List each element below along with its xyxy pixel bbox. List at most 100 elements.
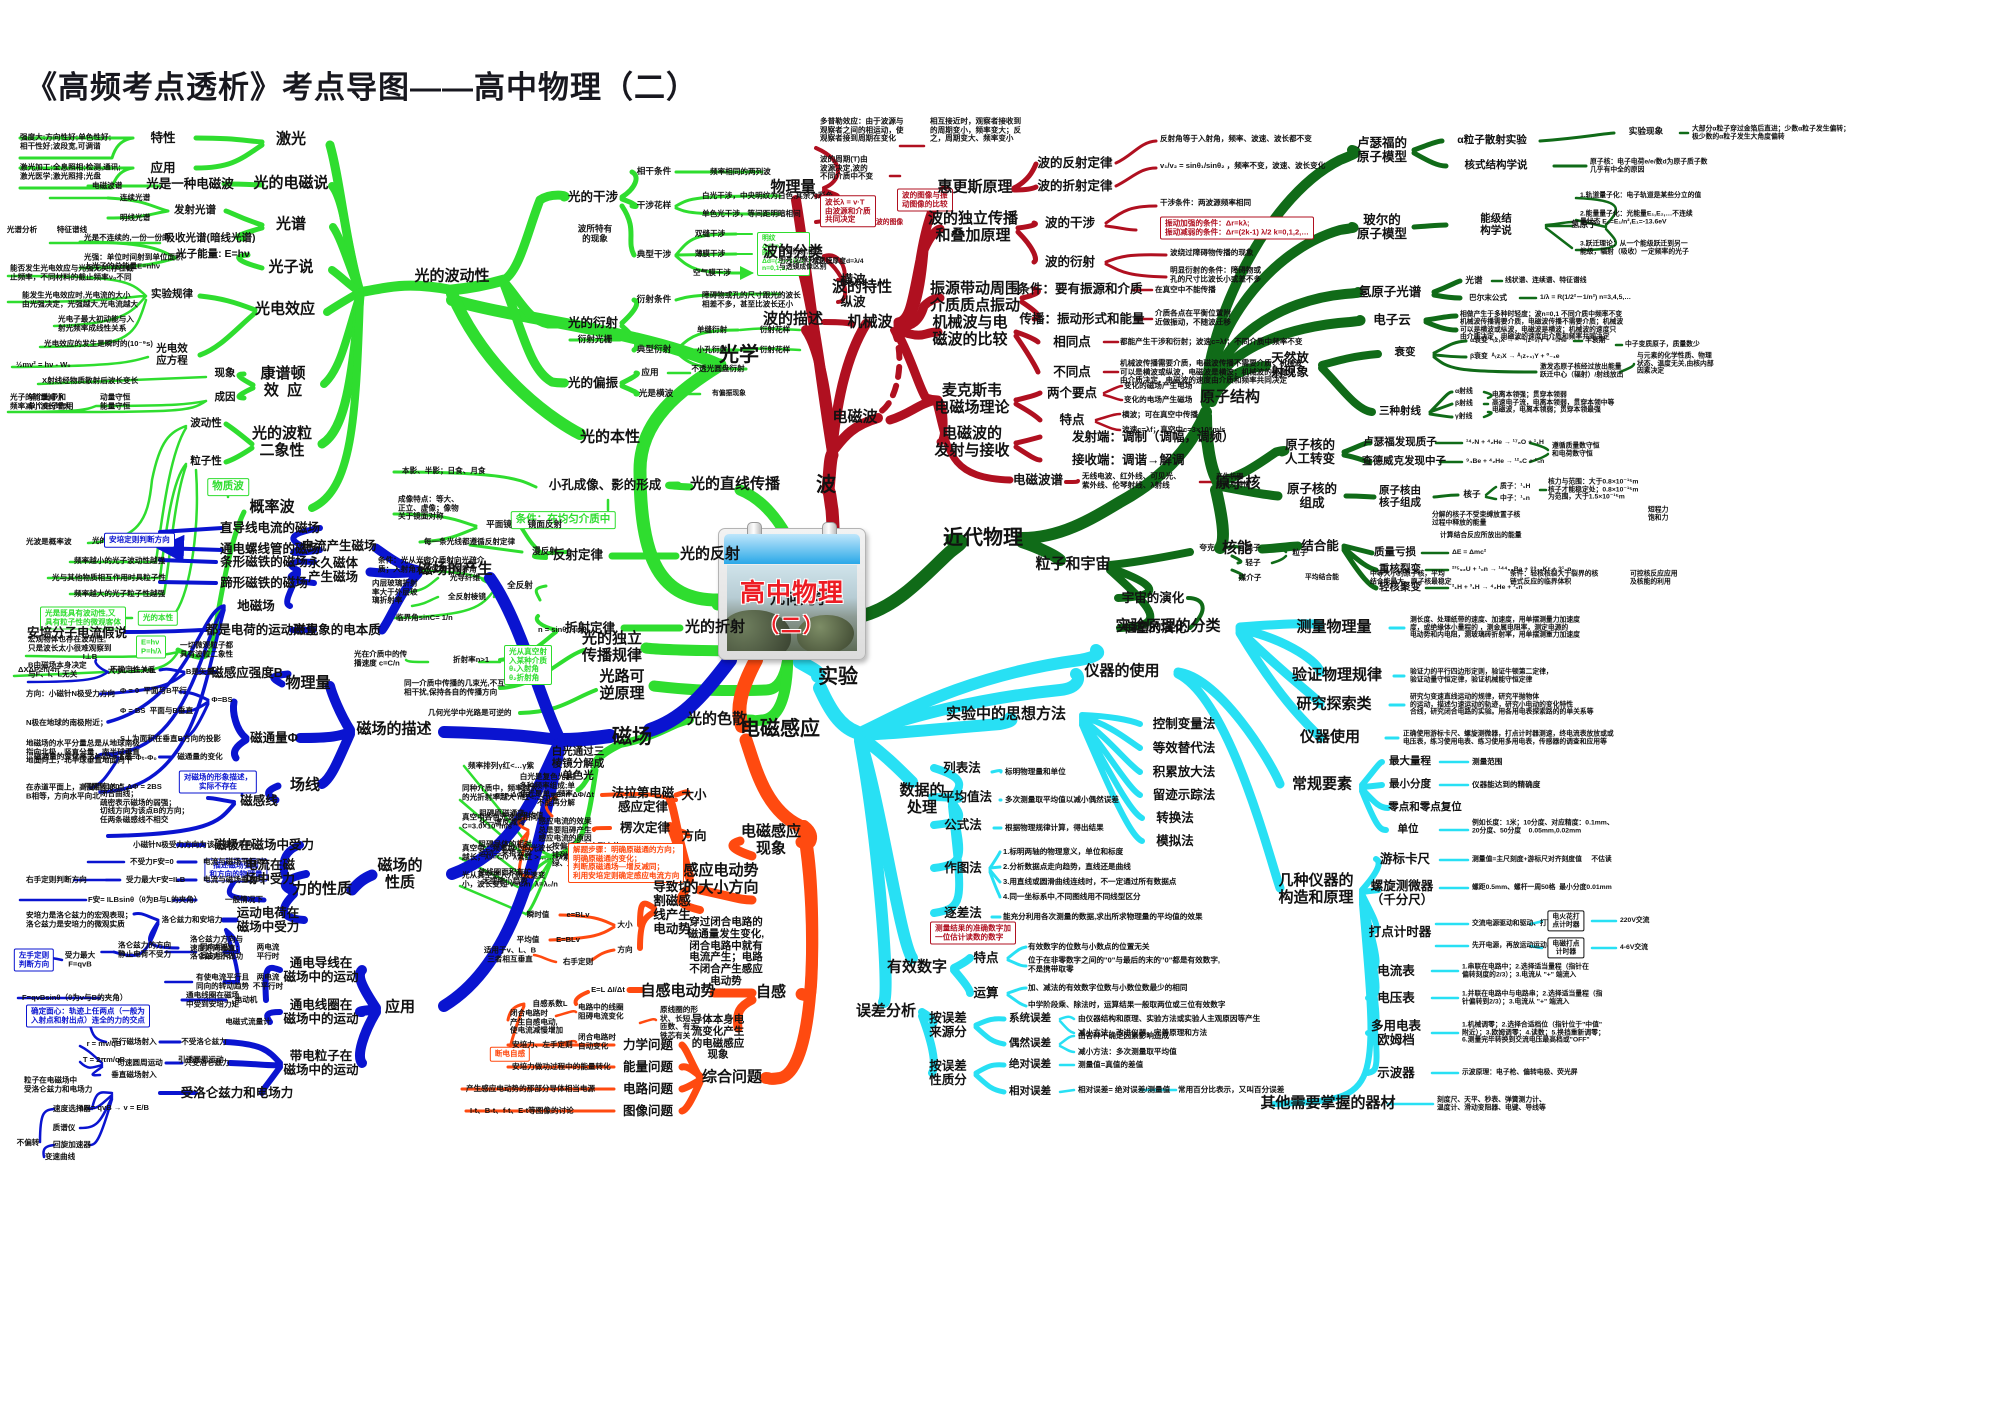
node-laser-app-d[interactable]: 激光加工;全息照相;检测,通讯; 激光医学;激光照排;光盘 xyxy=(20,162,121,180)
node-radius-f[interactable]: r = mv/qB xyxy=(86,1038,122,1048)
node-coil-mf[interactable]: 通电螺线管的磁场 xyxy=(219,542,321,556)
node-cut-emf[interactable]: 导致切 割磁感 线产生 电动势 xyxy=(653,880,691,936)
node-cf-perp[interactable]: 电流与磁场垂直时 xyxy=(203,874,264,884)
node-mediator[interactable]: 媒介子 xyxy=(1238,572,1262,582)
node-self-d4[interactable]: 闭合电路时 自动变化 xyxy=(578,1032,616,1050)
node-mf-app[interactable]: 应用 xyxy=(384,998,416,1016)
node-em-theory[interactable]: 光的电磁说 xyxy=(253,174,329,192)
node-mirror-d[interactable]: 成像特点：等大、 正立、虚像；像物 关于镜面对称 xyxy=(398,494,459,521)
node-comp-c3[interactable]: 光子的能量减小 频率减小波长增大 xyxy=(10,392,71,410)
node-decay-d[interactable]: 激发态原子核经过放出能量 跃迁中心（辐射）/射线放出 xyxy=(1540,363,1624,378)
node-wave-refl[interactable]: 波的反射定律 xyxy=(1037,156,1113,170)
node-speed-medium[interactable]: 光在介质中的传 播速度 c=C/n xyxy=(354,649,408,667)
node-cont-sp[interactable]: 连续光谱 xyxy=(119,192,151,202)
node-accel[interactable]: 回旋加速器 xyxy=(53,1139,91,1149)
node-cp-2[interactable]: 安培力做功过程中的能量转化 xyxy=(512,1061,611,1071)
node-wave-desc[interactable]: 波的描述 xyxy=(762,310,824,328)
node-chadwick[interactable]: 查德威克发现中子 xyxy=(1362,455,1446,468)
node-vel-sel-f[interactable]: qE = qvB → v = E/B xyxy=(78,1102,150,1112)
node-oscillo[interactable]: 示波器 xyxy=(1377,1066,1415,1080)
node-rutherford[interactable]: 卢瑟福的 原子模型 xyxy=(1356,136,1408,164)
node-em-send[interactable]: 电磁波的 发射与接收 xyxy=(934,425,1010,459)
node-el-2[interactable]: 2.能量量子化：光能量E₁,E₂,…不连续 量状态 Eₙ=E₁/n²,E₁=-1… xyxy=(1580,210,1693,225)
node-balmer[interactable]: 巴尔末公式 xyxy=(1469,292,1507,302)
node-fission[interactable]: 重核裂变 xyxy=(1379,563,1421,576)
node-ph-d2[interactable]: 光强：单位时间射到单位面积 上光子的总能量E=nhν xyxy=(84,252,183,270)
node-motor[interactable]: 电动机 xyxy=(234,994,258,1004)
node-ip-1[interactable]: 白光干涉，中央明纹为白色,其余为彩色 xyxy=(702,190,834,200)
node-bind-energy[interactable]: 结合能 xyxy=(1301,539,1339,553)
node-polar-trans[interactable]: 光是横波 xyxy=(638,388,674,399)
node-verify-law-d[interactable]: 验证力的平行四边形定则，验证牛顿第二定律， 验证动量守恒定律，验证机械能守恒定律 xyxy=(1410,668,1553,683)
node-sf-op[interactable]: 运算 xyxy=(973,986,999,1000)
node-avg-f[interactable]: E=BLv xyxy=(556,934,580,944)
node-flux-180[interactable]: 平面转180° ΔΦ = 2BS xyxy=(84,781,162,791)
node-wd-2[interactable]: 明显衍射的条件：障碍物或 孔的尺寸比波长小或差不多 xyxy=(1170,265,1262,283)
node-mag-lines[interactable]: 磁感线 xyxy=(240,794,278,808)
node-mass-defect[interactable]: 质量亏损 xyxy=(1374,546,1416,559)
node-unit[interactable]: 单位 xyxy=(1397,823,1419,836)
node-meas-quant[interactable]: 测量物理量 xyxy=(1296,618,1372,636)
node-chg-in-both[interactable]: 受洛仑兹力和电场力 xyxy=(180,1086,294,1100)
node-reflect-law[interactable]: 反射定律 xyxy=(552,548,604,562)
node-self-coef[interactable]: 自感系数L xyxy=(532,998,568,1008)
node-rel-err[interactable]: 相对误差 xyxy=(1009,1085,1051,1098)
node-ray-gamma[interactable]: γ射线 xyxy=(1455,413,1473,421)
node-abs-sp[interactable]: 吸收光谱(暗线光谱) xyxy=(164,232,256,245)
node-opaque-diff[interactable]: 不透光圆盘衍射 xyxy=(691,363,745,373)
node-spectrum[interactable]: 光谱 xyxy=(275,215,307,233)
node-wave-optics[interactable]: 光的波动性 xyxy=(414,267,490,285)
node-wave-vel[interactable]: 波长λ = v·T 由波源和介质 共同决定 xyxy=(820,195,876,227)
node-B-field[interactable]: 磁感应强度B xyxy=(211,666,283,680)
node-em-ind-gen[interactable]: 穿过闭合电路的 磁通量发生变化, 闭合电路中就有 电流产生；电路 不闭合产生感应… xyxy=(687,915,765,987)
node-flux-f[interactable]: Φ=BS xyxy=(211,694,233,704)
node-emit-sp[interactable]: 发射光谱 xyxy=(174,204,216,217)
node-ml-1[interactable]: 闭合曲线； 疏密表示磁场的弱强； 切线方向为该点B的方向； 任两条磁感线不相交 xyxy=(100,789,190,824)
node-pinhole-img[interactable]: 小孔成像、影的形成 xyxy=(548,478,662,492)
node-flux-proj[interactable]: S⊥为面积在垂直B方向的投影 xyxy=(120,733,222,743)
node-graph-prob[interactable]: 图像问题 xyxy=(622,1104,674,1118)
node-em-spec2-d[interactable]: 无线电波、红外线、可见光、 紫外线、伦琴射线、λ射线 xyxy=(1082,471,1181,489)
node-moving-chg[interactable]: 运动电荷在 磁场中受力 xyxy=(236,906,300,934)
node-mass-f[interactable]: ΔE = Δmc² xyxy=(1452,549,1487,557)
node-univ-f[interactable]: 适用于v、L、B 三者相互垂直 xyxy=(483,945,537,963)
node-verify-law[interactable]: 验证物理规律 xyxy=(1291,666,1383,684)
node-inst-f[interactable]: e=BLv xyxy=(566,909,590,919)
node-meas-quant-d[interactable]: 测长度、处理纸带的速度、加速度，用单摆测量力加速度 度，或绝缘体小量程的 ，测金… xyxy=(1410,616,1580,639)
node-earth-d3[interactable]: 在赤道平面上，高度相同的点， B相等，方向水平向北 xyxy=(26,782,133,800)
node-universe-evo[interactable]: 宇宙的演化 xyxy=(1121,591,1185,605)
node-em-wave[interactable]: 电磁波 xyxy=(832,408,878,426)
node-pw-1[interactable]: 一切微观粒子都 具有波粒二象性 xyxy=(180,640,234,658)
node-diff-pt-d[interactable]: 机械波传播需要介质，电磁波传播不需要介质；机械波 可以是横波或纵波，电磁波是横波… xyxy=(1120,358,1303,385)
node-perp-mf-in[interactable]: 垂直磁场射入 xyxy=(111,1069,157,1079)
node-earth-d1[interactable]: N极在地球的南极附近； xyxy=(26,717,108,727)
node-diffuse[interactable]: 漫反射 xyxy=(532,546,558,557)
node-same-med[interactable]: 同种介质中，频率越大 的光折射率越大 n红<…<n紫 xyxy=(462,783,559,801)
node-fusion-f[interactable]: ²₁H + ³₁H → ⁴₂He + ¹₀n xyxy=(1452,584,1523,592)
node-photon-energy[interactable]: 光子能量: E=hν xyxy=(176,248,250,261)
node-other-instr[interactable]: 其他需要掌握的器材 xyxy=(1260,1094,1396,1112)
node-abs-err[interactable]: 绝对误差 xyxy=(1009,1058,1051,1071)
node-h-atom[interactable]: 氢原子 xyxy=(1571,219,1597,230)
node-same-pt[interactable]: 相同点 xyxy=(1053,335,1091,349)
node-polar-d[interactable]: 有偏振现象 xyxy=(712,390,746,398)
node-vs-prop[interactable]: 传播：振动形式和能量 xyxy=(1019,312,1145,326)
node-unif-circ[interactable]: 匀速圆周运动 xyxy=(117,1057,163,1067)
node-typ-interf[interactable]: 典型干涉 xyxy=(636,249,672,260)
node-same-pt-d[interactable]: 都能产生干涉和衍射；波速c=λf；不同介质中频率不变 xyxy=(1120,336,1303,346)
node-force-prob[interactable]: 力学问题 xyxy=(622,1038,674,1052)
node-matter-wave[interactable]: 物质波 xyxy=(207,478,249,496)
node-cp-4[interactable]: I-t、B-t、f-t、E-t等图像的讨论 xyxy=(470,1105,574,1115)
node-min-div[interactable]: 最小分度 xyxy=(1389,778,1431,791)
node-chg-det[interactable]: 确定面心：轨迹上任两点（一般为 入射点和射出点）连全的力的交点 xyxy=(26,1004,150,1028)
node-only-lor[interactable]: 只受洛仑兹力 xyxy=(184,1057,230,1067)
node-wave-diff[interactable]: 波的衍射 xyxy=(1044,255,1096,269)
node-be-d[interactable]: 计算结合反应所放出的能量 xyxy=(1440,532,1522,540)
node-huygens[interactable]: 惠更斯原理 xyxy=(937,178,1013,196)
node-nucl-model-d[interactable]: 原子核：电子电荷e/e/数d为原子质子数 几乎有中全的原因 xyxy=(1590,158,1708,173)
node-polar[interactable]: 光的偏振 xyxy=(567,376,619,390)
node-nucl-model[interactable]: 核式结构学说 xyxy=(1464,159,1528,172)
node-tc-attract[interactable]: 同向相吸； 异向相斥 xyxy=(200,942,238,960)
node-indep-d[interactable]: 同一介质中传播的几束光,不互 相干扰,保持各自的传播方向 xyxy=(404,678,505,696)
node-freq-order[interactable]: 频率排列γ红<…γ紫 xyxy=(468,760,535,770)
